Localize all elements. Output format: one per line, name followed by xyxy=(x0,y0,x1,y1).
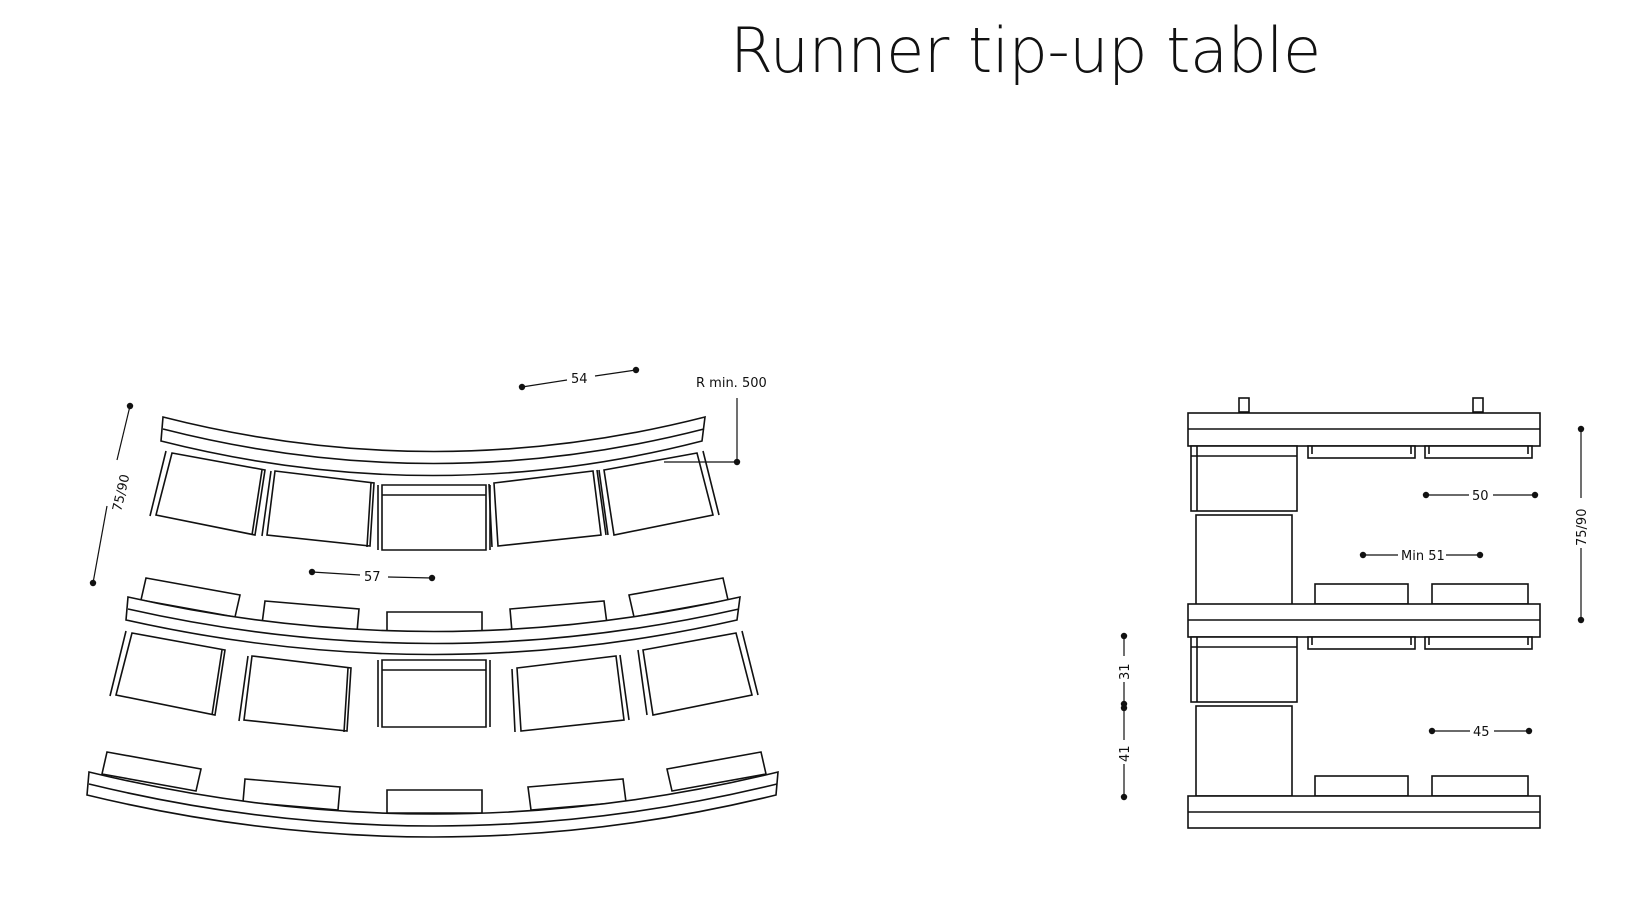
curved-plan-view: 54 57 75/90 R min. 500 xyxy=(86,366,779,838)
dimension-41-label: 41 xyxy=(1118,745,1133,762)
dimension-57: 57 xyxy=(308,568,436,585)
chair-row2-2 xyxy=(238,655,352,733)
stand-chair-1 xyxy=(1190,445,1298,512)
chair-row1-5 xyxy=(598,450,720,536)
dimension-45-label: 45 xyxy=(1473,725,1490,740)
chair-row1-3 xyxy=(377,484,491,551)
radius-callout: R min. 500 xyxy=(664,376,767,466)
seat-bottom-2 xyxy=(1431,775,1529,797)
dimension-height-right: 75/90 xyxy=(1575,425,1590,624)
dimension-min51-label: Min 51 xyxy=(1401,549,1445,564)
dimension-min51: Min 51 xyxy=(1359,549,1484,564)
seat-top-2 xyxy=(1424,445,1533,459)
chair-row2-3 xyxy=(377,659,491,728)
seat-mid-2 xyxy=(1431,583,1529,605)
chair-row2-4 xyxy=(511,654,630,733)
seat-row3-3 xyxy=(386,789,483,814)
straight-plan-view: 50 Min 51 45 75/90 xyxy=(1118,397,1590,829)
dimension-height-left: 75/90 xyxy=(89,402,133,587)
curved-table-3 xyxy=(86,770,779,838)
dimension-50: 50 xyxy=(1422,489,1539,504)
chair-row2-5 xyxy=(637,630,759,716)
stand-block-2 xyxy=(1195,705,1293,797)
dimension-50-label: 50 xyxy=(1472,489,1489,504)
chair-row2-1 xyxy=(109,630,226,716)
dimension-41: 41 xyxy=(1118,704,1133,801)
dimension-31-label: 31 xyxy=(1118,663,1133,680)
dimension-height-left-label: 75/90 xyxy=(110,473,133,513)
seat-bottom-1 xyxy=(1314,775,1409,797)
dimension-45: 45 xyxy=(1428,725,1533,740)
straight-row-3 xyxy=(1187,775,1541,829)
stand-block-1 xyxy=(1195,514,1293,606)
seat-top-1 xyxy=(1307,445,1416,459)
chair-row1-1 xyxy=(149,450,266,536)
curved-row-3 xyxy=(86,751,779,838)
dimension-31: 31 xyxy=(1118,632,1133,708)
straight-row-1 xyxy=(1187,397,1541,606)
seat-mid-1 xyxy=(1314,583,1409,605)
seat-row3-1 xyxy=(101,751,202,792)
dimension-54: 54 xyxy=(518,366,640,391)
chair-row1-4 xyxy=(488,469,607,548)
page-title: Runner tip-up table xyxy=(730,14,1321,87)
seat-row3-5 xyxy=(666,751,767,792)
straight-row-2 xyxy=(1187,583,1541,797)
curved-table-1 xyxy=(160,415,706,477)
curved-row-1 xyxy=(149,415,720,551)
dimension-54-label: 54 xyxy=(571,372,588,387)
dimension-height-right-label: 75/90 xyxy=(1575,509,1590,546)
radius-label: R min. 500 xyxy=(696,376,767,391)
curved-row-2 xyxy=(109,577,759,733)
chair-row1-2 xyxy=(261,470,375,548)
dimension-57-label: 57 xyxy=(364,570,381,585)
stand-chair-2 xyxy=(1190,636,1298,703)
curved-table-2 xyxy=(125,595,741,656)
